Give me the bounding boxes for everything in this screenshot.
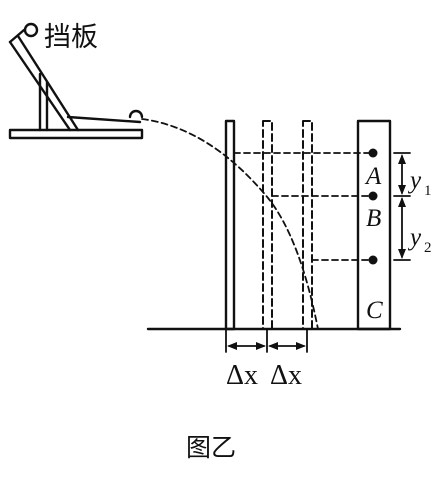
mark-b-dot — [368, 191, 378, 201]
dx2-arrow-left-icon — [268, 342, 278, 350]
delta-x-label-2: Δx — [270, 360, 302, 391]
y1-subscript: 1 — [424, 183, 432, 199]
y1-arrow-down-icon — [398, 185, 406, 195]
mark-c-dot — [368, 255, 378, 265]
trajectory-curve — [141, 118, 319, 330]
horizontal-track — [66, 115, 142, 124]
chute-apparatus — [8, 22, 144, 140]
mark-a-dot — [368, 148, 378, 158]
recording-board — [356, 119, 392, 331]
y2-arrow-down-icon — [398, 249, 406, 259]
y2-subscript: 2 — [424, 240, 432, 256]
point-b-label: B — [366, 205, 381, 232]
delta-x-label-1: Δx — [226, 360, 258, 391]
figure-caption: 图乙 — [186, 433, 236, 462]
apparatus-base — [8, 128, 144, 140]
baffle-label: 挡板 — [44, 22, 98, 53]
dx1-arrow-right-icon — [256, 342, 266, 350]
ball-icon — [128, 109, 144, 119]
dx1-arrow-left-icon — [227, 342, 237, 350]
y1-arrow-up-icon — [398, 154, 406, 164]
baffle-knob-icon — [23, 22, 39, 38]
point-c-label: C — [366, 297, 383, 324]
point-a-label: A — [364, 163, 382, 190]
y2-arrow-up-icon — [398, 197, 406, 207]
horizontal-dimension — [225, 328, 308, 353]
board-position-1 — [224, 119, 236, 331]
dx2-arrow-right-icon — [296, 342, 306, 350]
y2-label: y — [407, 224, 422, 251]
y1-label: y — [407, 167, 422, 194]
incline-ramp — [16, 34, 80, 132]
